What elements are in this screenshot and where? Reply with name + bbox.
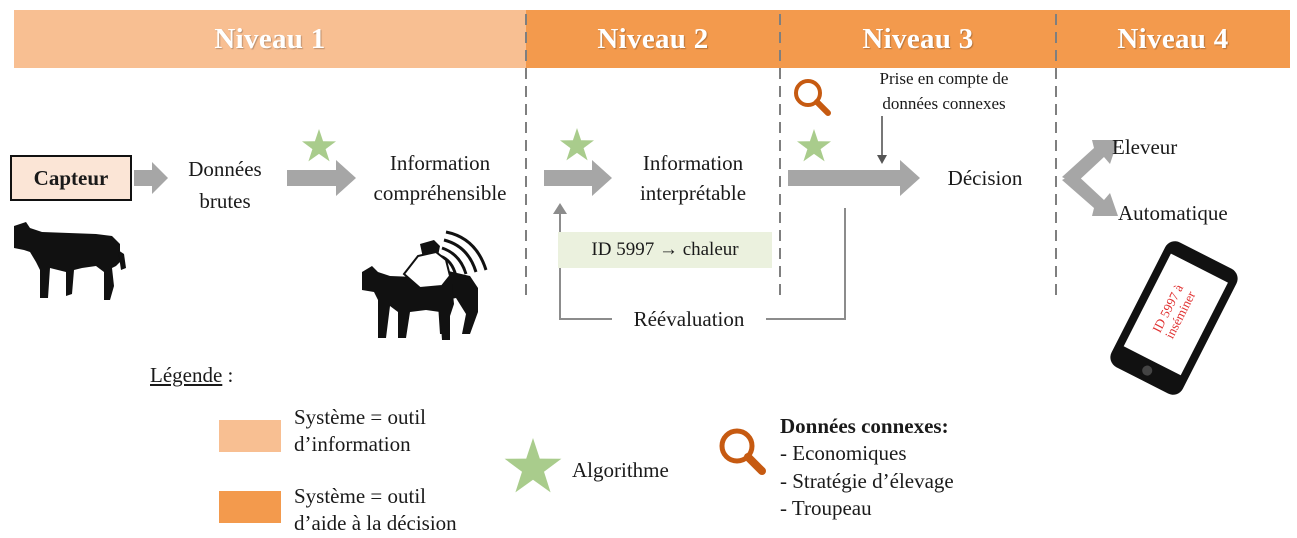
legend-connexes-item-strategie: - Stratégie d’élevage [780,468,954,493]
legend-info-tool-line-2: d’information [294,432,411,457]
arrow-decision-to-eleveur [1062,140,1118,184]
id-chaleur-label: ID 5997 → chaleur [591,239,739,260]
level-3-title: Niveau 3 [862,22,974,55]
level-1-title: Niveau 1 [214,22,326,55]
level-4-title: Niveau 4 [1117,22,1229,55]
donnees-brutes-label: Données brutes [170,156,280,215]
info-interpretable-label: Information interprétable [608,150,778,207]
arrow-capteur-to-donnees [134,162,168,194]
arrow-decision-to-automatique [1062,173,1118,216]
level-3-band: Niveau 3 [780,10,1056,68]
connexes-note: Prise en compte de données connexes [838,67,1050,116]
star-icon [797,129,831,162]
reevaluation-label: Réévaluation [633,307,745,331]
mounting-cows-icon [362,230,488,340]
eleveur-label: Eleveur [1112,135,1178,159]
level-4-band: Niveau 4 [1056,10,1290,68]
legend-decision-tool-line-1: Système = outil [294,484,427,508]
legend-title-text: Légende [150,363,223,387]
connexes-note-line-1: Prise en compte de [879,69,1009,88]
legend-connexes: Données connexes: - Economiques - Straté… [780,413,954,522]
arrow-comprehensible-to-interpretable [544,160,612,196]
donnees-brutes-line-1: Données [188,157,262,181]
reevaluation-line-right [766,208,846,320]
cow-icon [14,222,126,300]
legend-info-tool-line-1: Système = outil [294,405,427,429]
donnees-brutes-line-2: brutes [199,189,251,214]
legend-info-tool: Système = outil d’information [294,404,426,459]
decision-label: Décision [947,166,1023,190]
reevaluation-arrowhead [553,203,567,214]
capteur-label: Capteur [33,165,109,190]
legend-swatch-info [219,420,281,452]
connexes-note-line-2: données connexes [882,93,1006,113]
id-chaleur-box: ID 5997 → chaleur [558,232,772,268]
info-comprehensible-label: Information compréhensible [352,150,528,207]
legend-connexes-item-troupeau: - Troupeau [780,495,872,520]
magnifier-icon [719,428,766,475]
level-2-title: Niveau 2 [597,22,709,55]
level-separators [525,14,1057,300]
smartphone-icon [1110,241,1238,395]
level-2-band: Niveau 2 [526,10,780,68]
star-icon [504,438,562,493]
legend-decision-tool: Système = outil d’aide à la décision [294,483,457,538]
legend-decision-tool-line-2: d’aide à la décision [294,511,457,536]
capteur-box: Capteur [10,155,132,201]
legend-connexes-title: Données connexes: [780,414,949,438]
arrow-donnees-to-information [287,160,356,196]
info-interpretable-line-2: interprétable [639,181,747,206]
legend-title: Légende : [150,362,233,388]
level-1-band: Niveau 1 [14,10,526,68]
arrow-interpretable-to-decision [788,160,920,196]
legend-title-colon: : [222,363,234,387]
legend-connexes-item-economiques: - Economiques [780,441,907,466]
info-interpretable-line-1: Information [642,151,744,175]
connexes-input-arrowhead [877,155,887,164]
magnifier-icon [794,79,831,116]
info-comprehensible-line-2: compréhensible [373,181,507,206]
star-icon [302,129,336,162]
info-comprehensible-line-1: Information [389,151,491,175]
legend-algorithm: Algorithme [572,458,669,482]
automatique-label: Automatique [1118,201,1228,225]
legend-swatch-decision [219,491,281,523]
star-icon [560,128,594,161]
